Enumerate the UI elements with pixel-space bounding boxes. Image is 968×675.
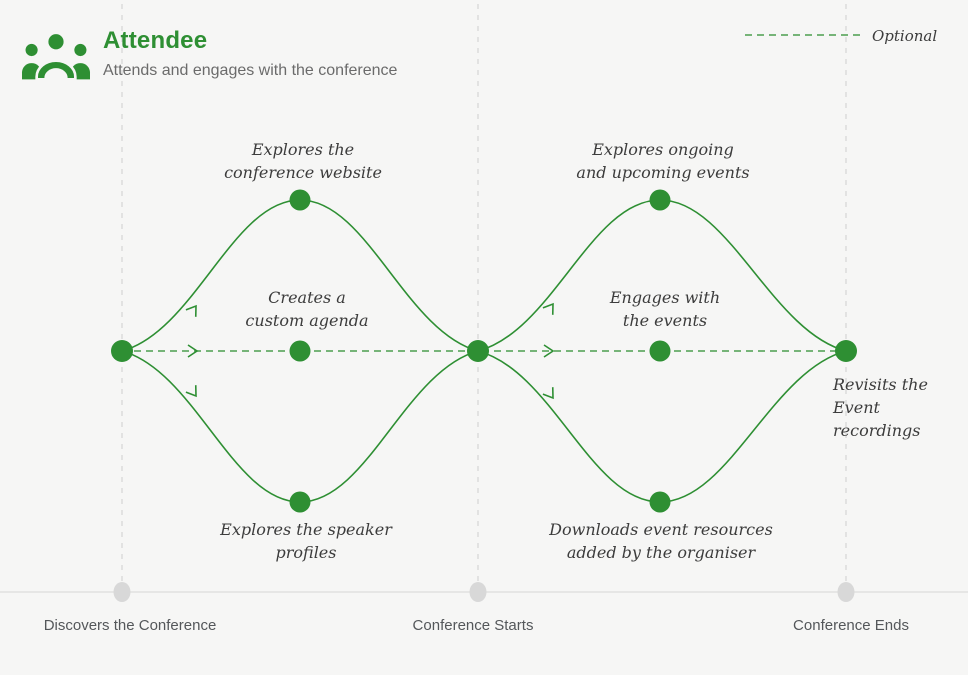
activity-label-revisits-recordings: Revisits the Event recordings — [833, 375, 928, 440]
persona-subtitle: Attends and engages with the conference — [103, 62, 398, 79]
node-ongoing-events — [649, 189, 671, 211]
node-start — [111, 340, 133, 362]
activity-label-speaker-profiles: Explores the speaker profiles — [220, 520, 392, 562]
milestone-dot-starts — [469, 582, 487, 602]
node-downloads-resources — [649, 491, 671, 513]
people-group-icon — [22, 34, 90, 81]
persona-title: Attendee — [103, 27, 208, 54]
node-speaker-profiles — [289, 491, 311, 513]
node-conference-ends — [835, 340, 857, 362]
left-person-head — [23, 41, 40, 59]
activity-label-downloads-resources: Downloads event resources added by the o… — [549, 520, 773, 562]
arrowhead-middle-first — [187, 344, 199, 358]
activity-label-ongoing-events: Explores ongoing and upcoming events — [576, 140, 750, 182]
curve-bottom-first — [121, 350, 479, 503]
arrowhead-bottom-first — [185, 385, 197, 398]
activity-label-engages-events: Engages with the events — [609, 288, 721, 330]
milestone-dot-discovers — [113, 582, 131, 602]
node-engages-events — [649, 340, 671, 362]
arrowhead-bottom-second — [542, 387, 554, 400]
center-person-body-cutout — [44, 68, 68, 80]
milestone-label-ends: Conference Ends — [793, 617, 909, 634]
milestone-dot-ends — [837, 582, 855, 602]
milestone-label-discovers: Discovers the Conference — [43, 617, 217, 634]
activity-label-explores-website: Explores the conference website — [224, 140, 382, 182]
curve-bottom-second — [477, 350, 847, 503]
legend-optional-label: Optional — [872, 27, 938, 45]
arrowhead-middle-second — [543, 344, 555, 358]
right-person-head — [72, 41, 89, 59]
node-conference-starts — [467, 340, 489, 362]
arrowhead-top-first — [185, 304, 197, 317]
node-custom-agenda — [289, 340, 311, 362]
node-explores-website — [289, 189, 311, 211]
milestone-label-starts: Conference Starts — [412, 617, 534, 634]
arrowhead-top-second — [542, 302, 554, 315]
center-person-head — [45, 34, 67, 52]
activity-label-custom-agenda: Creates a custom agenda — [245, 288, 369, 330]
